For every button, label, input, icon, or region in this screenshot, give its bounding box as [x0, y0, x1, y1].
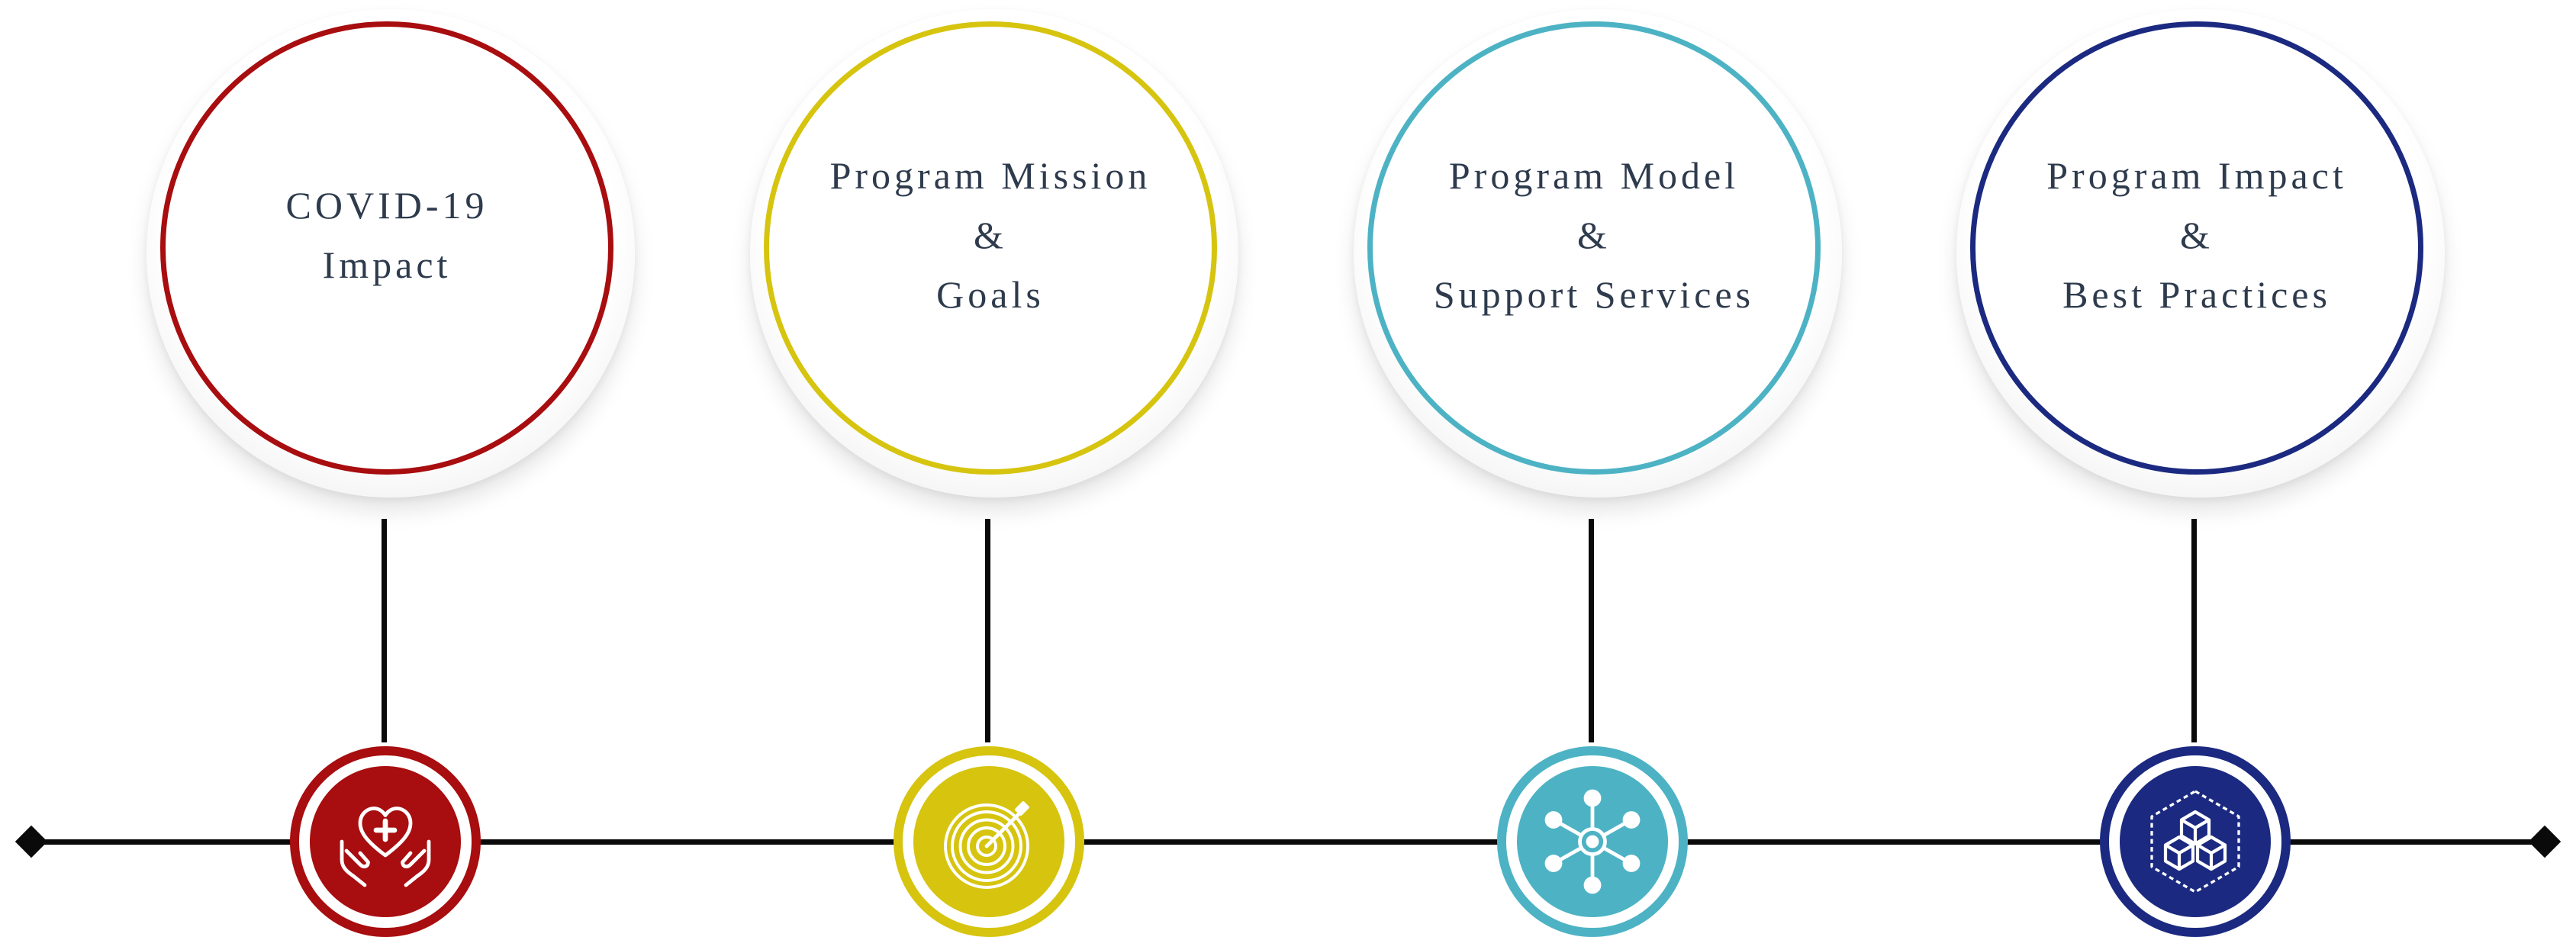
stage-title-line: &: [2180, 214, 2214, 256]
timeline-start-marker: [14, 825, 48, 858]
stage-program-mission: Program Mission & Goals: [727, 0, 1261, 937]
stage-connector: [2191, 519, 2197, 742]
stage-title-circle: Program Mission & Goals: [764, 21, 1217, 475]
network-hub-icon: [1544, 789, 1641, 894]
stage-node: [2100, 746, 2291, 937]
stage-title-line: &: [974, 214, 1007, 256]
target-icon: [944, 801, 1029, 889]
stage-node: [894, 746, 1084, 937]
stage-title-circle: COVID-19 Impact: [160, 21, 613, 475]
timeline-end-marker: [2528, 825, 2562, 858]
stage-title-line: Best Practices: [2062, 273, 2331, 316]
stage-program-model: Program Model & Support Services: [1331, 0, 1865, 937]
stage-title-line: Program Model: [1448, 154, 1740, 197]
stage-connector: [382, 519, 387, 742]
stage-title-line: Support Services: [1433, 273, 1755, 316]
stage-program-impact: Program Impact & Best Practices: [1934, 0, 2468, 937]
timeline-axis: [31, 839, 2545, 845]
stage-title-line: Program Mission: [829, 154, 1151, 197]
stage-title-line: Goals: [936, 273, 1045, 316]
stage-covid-impact: COVID-19 Impact: [124, 0, 658, 937]
stage-connector: [1589, 519, 1594, 742]
stage-node: [1497, 746, 1688, 937]
stage-title-circle: Program Model & Support Services: [1367, 21, 1821, 475]
stage-title-line: COVID-19: [285, 184, 488, 227]
heart-hands-icon: [340, 807, 431, 887]
stage-title-line: &: [1577, 214, 1611, 256]
stage-title-circle: Program Impact & Best Practices: [1970, 21, 2423, 475]
cubes-icon: [2150, 790, 2240, 894]
stage-connector: [985, 519, 990, 742]
stage-title-line: Impact: [322, 243, 452, 286]
stage-node: [290, 746, 481, 937]
stage-title-line: Program Impact: [2046, 154, 2347, 197]
